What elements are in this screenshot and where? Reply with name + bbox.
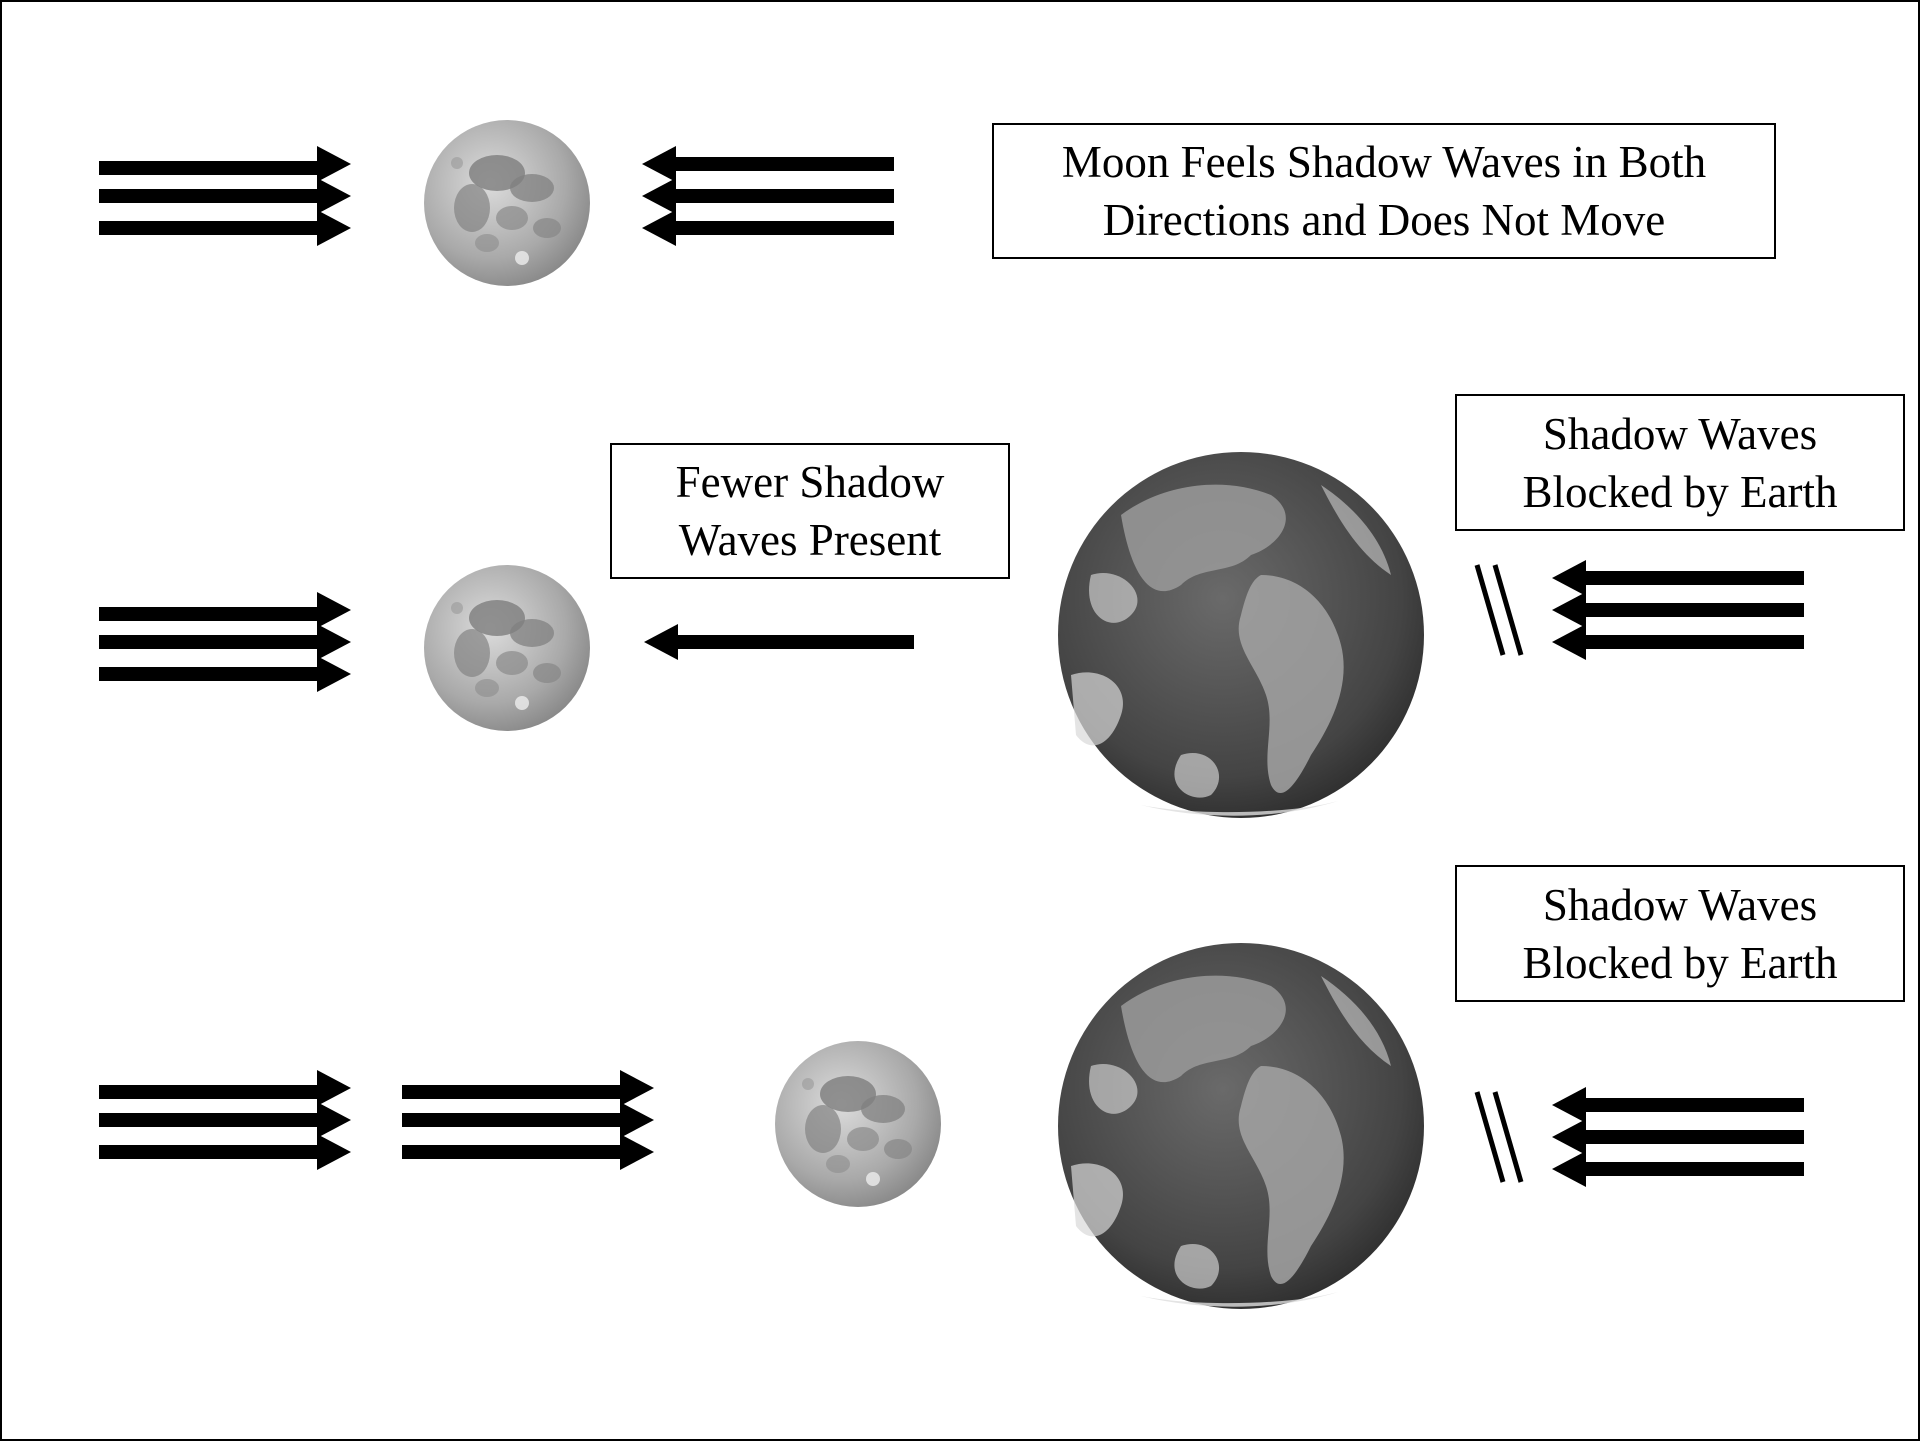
label-moon-both-directions: Moon Feels Shadow Waves in Both Directio… [992, 123, 1776, 259]
label-blocked-by-earth-bottom: Shadow Waves Blocked by Earth [1455, 865, 1905, 1002]
arrow-left-icon [642, 146, 894, 246]
arrow-left-icon [644, 624, 914, 660]
label-line: Blocked by Earth [1522, 937, 1838, 988]
blocked-slash-icon [1477, 1092, 1521, 1182]
label-line: Directions and Does Not Move [1102, 195, 1666, 245]
label-blocked-by-earth-middle: Shadow Waves Blocked by Earth [1455, 394, 1905, 531]
arrow-right-icon [99, 1070, 351, 1170]
label-line: Shadow Waves [1542, 879, 1818, 930]
arrow-right-icon [402, 1070, 654, 1170]
label-fewer-shadow-waves: Fewer Shadow Waves Present [610, 443, 1010, 579]
earth-icon [1058, 452, 1424, 818]
arrow-right-icon [99, 592, 351, 692]
label-line: Moon Feels Shadow Waves in Both [1061, 137, 1707, 187]
blocked-slash-icon [1477, 565, 1521, 655]
arrow-right-icon [99, 146, 351, 246]
arrow-left-icon [1552, 1087, 1804, 1187]
label-line: Waves Present [678, 515, 942, 565]
arrow-left-icon [1552, 560, 1804, 660]
label-line: Blocked by Earth [1522, 466, 1838, 517]
earth-icon [1058, 943, 1424, 1309]
moon-icon [775, 1041, 941, 1207]
moon-icon [424, 120, 590, 286]
label-line: Shadow Waves [1542, 408, 1818, 459]
label-line: Fewer Shadow [675, 457, 945, 507]
moon-icon [424, 565, 590, 731]
